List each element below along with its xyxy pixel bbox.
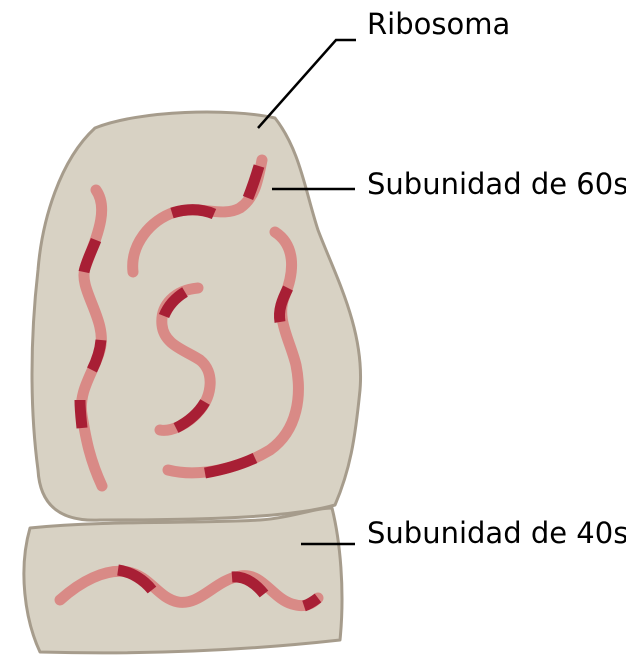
rrna-strand-shade <box>172 210 214 214</box>
large-subunit-60s <box>32 112 361 520</box>
rrna-strand-shade <box>80 400 82 428</box>
label-large-subunit: Subunidad de 60s <box>367 170 626 199</box>
label-small-subunit: Subunidad de 40s <box>367 519 626 548</box>
leader-line-ribosoma <box>258 40 356 128</box>
small-subunit-40s <box>24 508 342 653</box>
rrna-strand-shade <box>304 598 318 606</box>
label-ribosoma: Ribosoma <box>367 10 510 39</box>
